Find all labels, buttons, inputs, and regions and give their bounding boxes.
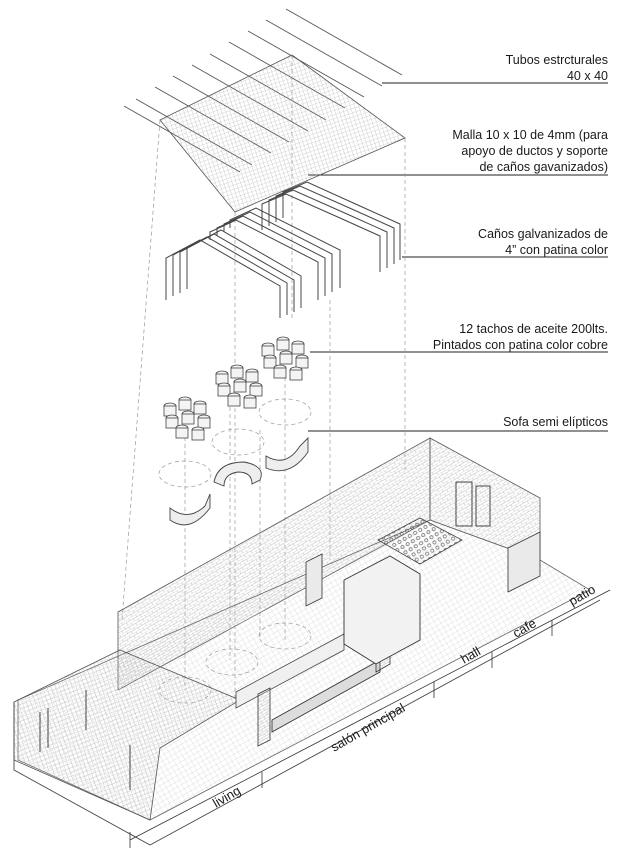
label-line: de caños gavanizados) (479, 160, 608, 174)
hall-box (343, 555, 421, 665)
label-tachos: 12 tachos de aceite 200lts. Pintados con… (433, 321, 608, 353)
label-line: 12 tachos de aceite 200lts. (459, 322, 608, 336)
zone-dimension (129, 589, 611, 848)
sofa-1 (169, 493, 211, 526)
zone-living: living (210, 783, 243, 811)
doors (39, 481, 491, 790)
shelf-unit (257, 687, 271, 747)
label-line: Malla 10 x 10 de 4mm (para (452, 128, 608, 142)
label-canos: Caños galvanizados de 4” con patina colo… (478, 226, 608, 258)
label-line: Tubos estrcturales (505, 53, 608, 67)
sofas (169, 436, 309, 526)
label-sofa: Sofa semi elípticos (503, 414, 608, 430)
drum-group-3 (261, 336, 309, 381)
column (305, 553, 323, 607)
patio-box (507, 531, 541, 593)
galvanized-pipes (165, 181, 401, 318)
label-line: Caños galvanizados de (478, 227, 608, 241)
label-line: 40 x 40 (566, 69, 608, 83)
building (13, 437, 601, 846)
oil-drums (163, 336, 309, 441)
label-line: Sofa semi elípticos (503, 415, 608, 429)
bar (271, 659, 381, 733)
label-line: apoyo de ductos y soporte (461, 144, 608, 158)
label-malla: Malla 10 x 10 de 4mm (para apoyo de duct… (452, 127, 608, 175)
label-line: 4” con patina color (505, 243, 608, 257)
sofa-3 (265, 436, 309, 472)
label-tubos: Tubos estrcturales 40 x 40 (506, 52, 608, 84)
drum-group-2 (215, 364, 263, 409)
partition (235, 633, 345, 709)
label-line: Pintados con patina color cobre (432, 338, 608, 352)
leader-lines (308, 82, 608, 432)
sofa-2 (213, 461, 262, 487)
dotted-floor (377, 517, 463, 565)
outer-edge (13, 599, 601, 846)
drum-group-1 (163, 396, 211, 441)
